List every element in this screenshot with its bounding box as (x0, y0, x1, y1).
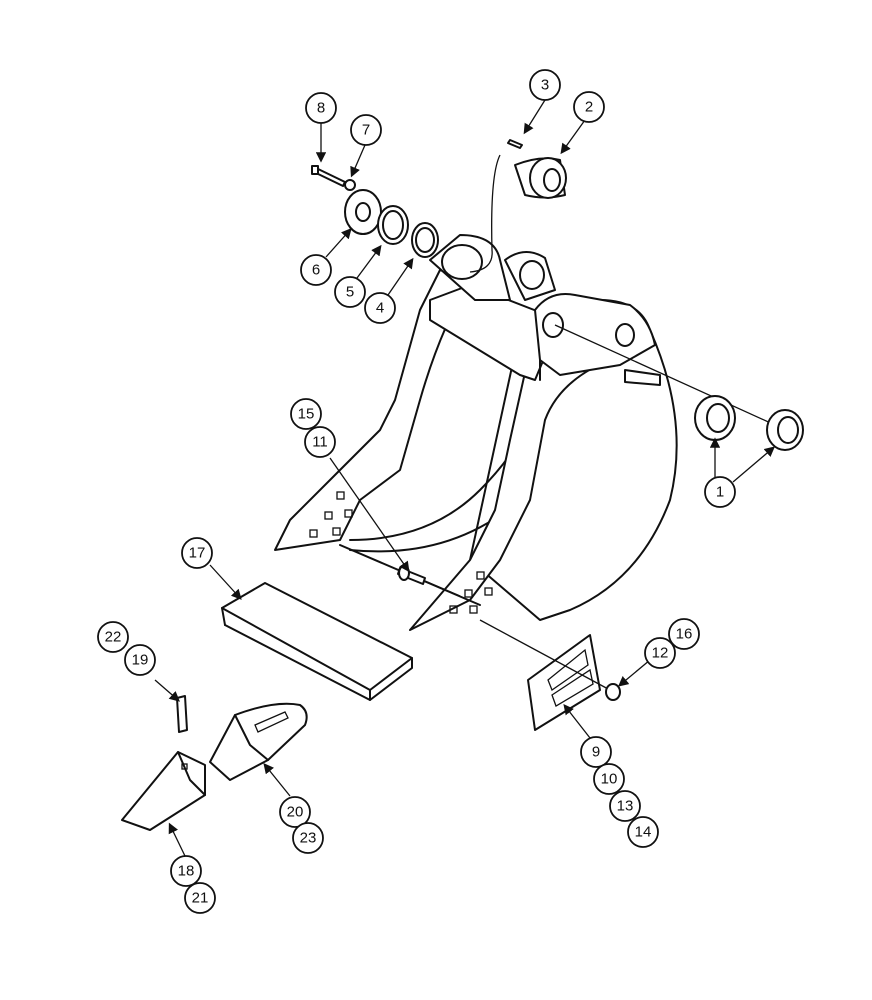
bolt-8 (311, 165, 346, 187)
callout-4: 4 (364, 292, 396, 324)
callout-19: 19 (124, 644, 156, 676)
svg-text:17: 17 (189, 545, 206, 562)
callout-9: 9 (580, 736, 612, 768)
svg-text:2: 2 (585, 99, 593, 116)
svg-text:14: 14 (635, 824, 652, 841)
svg-text:19: 19 (132, 652, 149, 669)
svg-text:13: 13 (617, 798, 634, 815)
callout-11: 11 (304, 426, 336, 458)
callout-6: 6 (300, 254, 332, 286)
callout-10: 10 (593, 763, 625, 795)
plate-6 (344, 189, 382, 235)
tooth-adapter-18 (121, 751, 206, 831)
callout-22: 22 (97, 621, 129, 653)
nut-12 (605, 683, 621, 701)
callout-18: 18 (170, 855, 202, 887)
svg-text:9: 9 (592, 744, 600, 761)
svg-text:7: 7 (362, 122, 370, 139)
callout-16: 16 (668, 618, 700, 650)
shim-4 (411, 222, 439, 258)
washer-7 (344, 179, 356, 191)
svg-text:4: 4 (376, 300, 384, 317)
svg-text:5: 5 (346, 284, 354, 301)
callout-15: 15 (290, 398, 322, 430)
callout-21: 21 (184, 882, 216, 914)
cutting-edge-17 (221, 582, 413, 701)
bushing-2 (469, 154, 567, 273)
callout-5: 5 (334, 276, 366, 308)
shim-5 (377, 205, 409, 245)
svg-text:8: 8 (317, 100, 325, 117)
svg-text:10: 10 (601, 771, 618, 788)
svg-text:11: 11 (312, 434, 328, 451)
svg-text:16: 16 (676, 626, 693, 643)
callout-8: 8 (305, 92, 337, 124)
callout-2: 2 (573, 91, 605, 123)
callout-14: 14 (627, 816, 659, 848)
bushing-1b (766, 409, 804, 451)
callout-3: 3 (529, 69, 561, 101)
pin-19 (176, 695, 188, 733)
bushing-1a (694, 395, 736, 441)
callout-1: 1 (704, 476, 736, 508)
callout-7: 7 (350, 114, 382, 146)
bucket-body (274, 234, 776, 631)
tooth-point-20 (209, 702, 308, 781)
svg-text:22: 22 (105, 629, 122, 646)
callout-20: 20 (279, 796, 311, 828)
callout-17: 17 (181, 537, 213, 569)
callout-23: 23 (292, 822, 324, 854)
side-cutter-9 (479, 619, 611, 731)
svg-text:1: 1 (716, 484, 724, 501)
svg-text:12: 12 (652, 645, 669, 662)
callout-13: 13 (609, 790, 641, 822)
svg-text:21: 21 (192, 890, 209, 907)
pin-3 (507, 139, 523, 149)
svg-text:18: 18 (178, 863, 195, 880)
callout-12: 12 (644, 637, 676, 669)
svg-text:15: 15 (298, 406, 315, 423)
svg-text:23: 23 (300, 830, 317, 847)
svg-text:3: 3 (541, 77, 549, 94)
svg-text:20: 20 (287, 804, 304, 821)
leader-lines (154, 99, 775, 857)
svg-text:6: 6 (312, 262, 320, 279)
